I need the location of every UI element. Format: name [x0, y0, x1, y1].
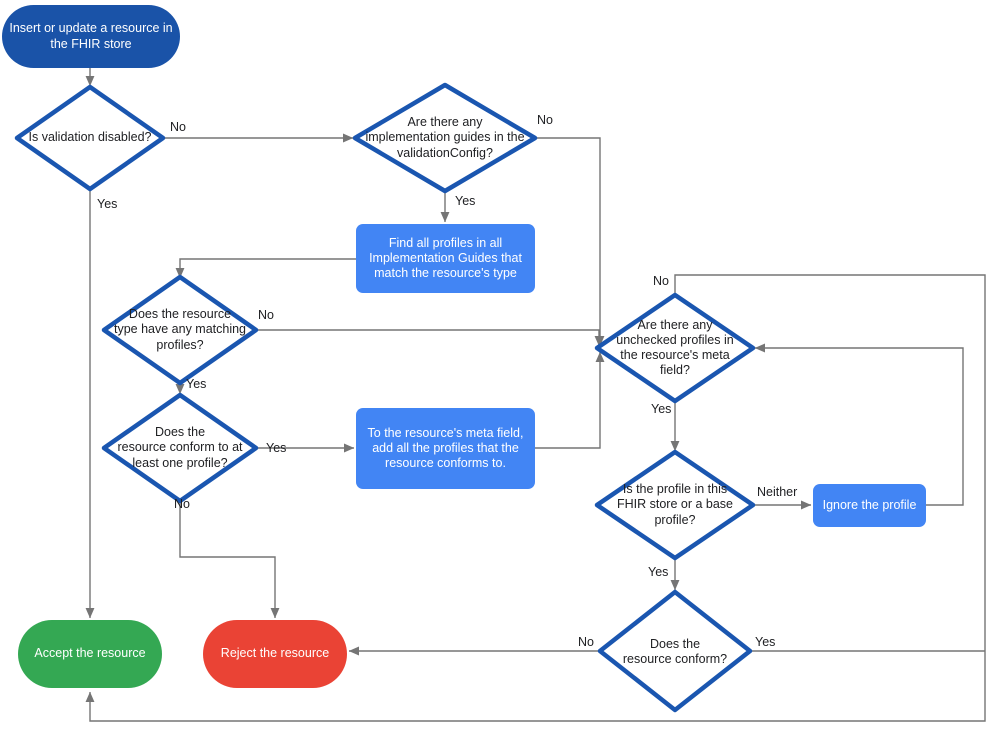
node-resource-conform-hit[interactable]	[600, 592, 750, 710]
node-ignore-profile[interactable]	[813, 484, 926, 527]
edge-add-profiles-to-unchecked	[535, 351, 605, 449]
node-find-profiles-hit[interactable]	[356, 224, 535, 293]
node-accept-resource-hit[interactable]	[18, 620, 162, 688]
connector-group	[85, 68, 986, 722]
node-matching-profiles[interactable]	[101, 274, 259, 386]
edge-unchecked-no-to-accept	[85, 274, 986, 722]
node-reject-resource-hit[interactable]	[203, 620, 347, 688]
edge-ignore-to-unchecked	[754, 343, 964, 506]
node-implementation-guides[interactable]	[352, 82, 538, 194]
node-find-profiles[interactable]	[356, 224, 535, 293]
node-validation-disabled[interactable]	[14, 84, 166, 192]
node-profile-in-store-hit[interactable]	[597, 452, 753, 558]
edge-matching-no-to-unchecked	[257, 329, 604, 347]
node-profile-in-store[interactable]	[594, 449, 756, 561]
node-resource-conform[interactable]	[597, 589, 753, 713]
edge-conform-one-no-to-reject	[179, 501, 280, 619]
node-unchecked-profiles-hit[interactable]	[597, 295, 753, 401]
node-conform-one-profile[interactable]	[101, 392, 259, 504]
edge-find-profiles-to-matching	[175, 258, 356, 279]
node-add-profiles-meta[interactable]	[356, 408, 535, 489]
node-accept-resource[interactable]	[18, 620, 162, 688]
node-add-profiles-meta-hit[interactable]	[356, 408, 535, 489]
node-implementation-guides-hit[interactable]	[355, 85, 535, 191]
node-validation-disabled-hit[interactable]	[17, 87, 163, 189]
node-unchecked-profiles[interactable]	[594, 292, 756, 404]
node-conform-one-profile-hit[interactable]	[104, 395, 256, 501]
node-reject-resource[interactable]	[203, 620, 347, 688]
node-start[interactable]	[2, 5, 180, 68]
node-group	[2, 5, 926, 713]
edge-ig-no-to-unchecked	[536, 137, 605, 347]
node-ignore-profile-hit[interactable]	[813, 484, 926, 527]
node-start-hit[interactable]	[2, 5, 180, 68]
node-matching-profiles-hit[interactable]	[104, 277, 256, 383]
